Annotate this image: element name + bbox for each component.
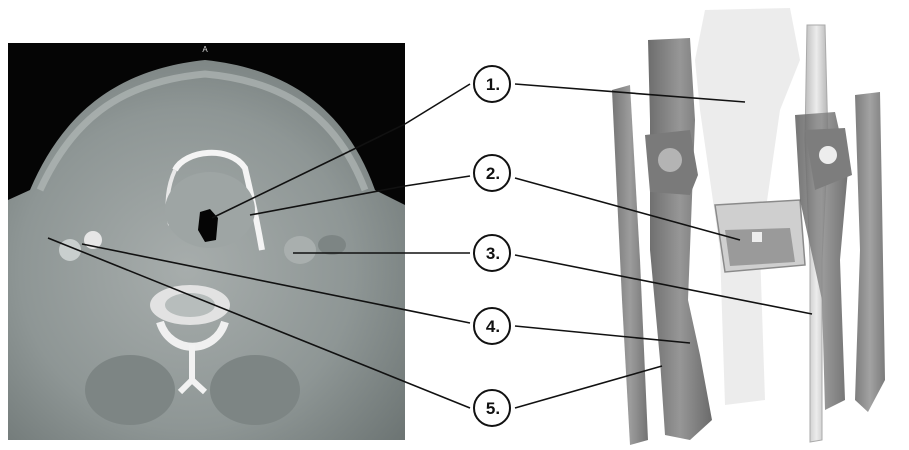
callout-label-2: 2. xyxy=(486,164,500,183)
callout-5: 5. xyxy=(474,390,510,426)
callout-2: 2. xyxy=(474,155,510,191)
callout-label-4: 4. xyxy=(486,317,500,336)
right-outer-vessel xyxy=(855,92,885,412)
laryngeal-block xyxy=(715,200,805,272)
left-node xyxy=(658,148,682,172)
paraspinal-left xyxy=(85,355,175,425)
callout-1: 1. xyxy=(474,66,510,102)
muscle-right xyxy=(318,235,346,255)
callout-label-5: 5. xyxy=(486,399,500,418)
callout-3: 3. xyxy=(474,235,510,271)
ct-orientation-marker: A xyxy=(202,45,208,54)
neck-node-right xyxy=(284,236,316,264)
callout-label-3: 3. xyxy=(486,244,500,263)
carotid-left-model xyxy=(612,85,648,445)
ct-axial-slice: A xyxy=(8,43,405,440)
callout-4: 4. xyxy=(474,308,510,344)
paraspinal-right xyxy=(210,355,300,425)
callout-label-1: 1. xyxy=(486,75,500,94)
right-node xyxy=(819,146,837,164)
3d-reconstruction xyxy=(612,8,885,445)
